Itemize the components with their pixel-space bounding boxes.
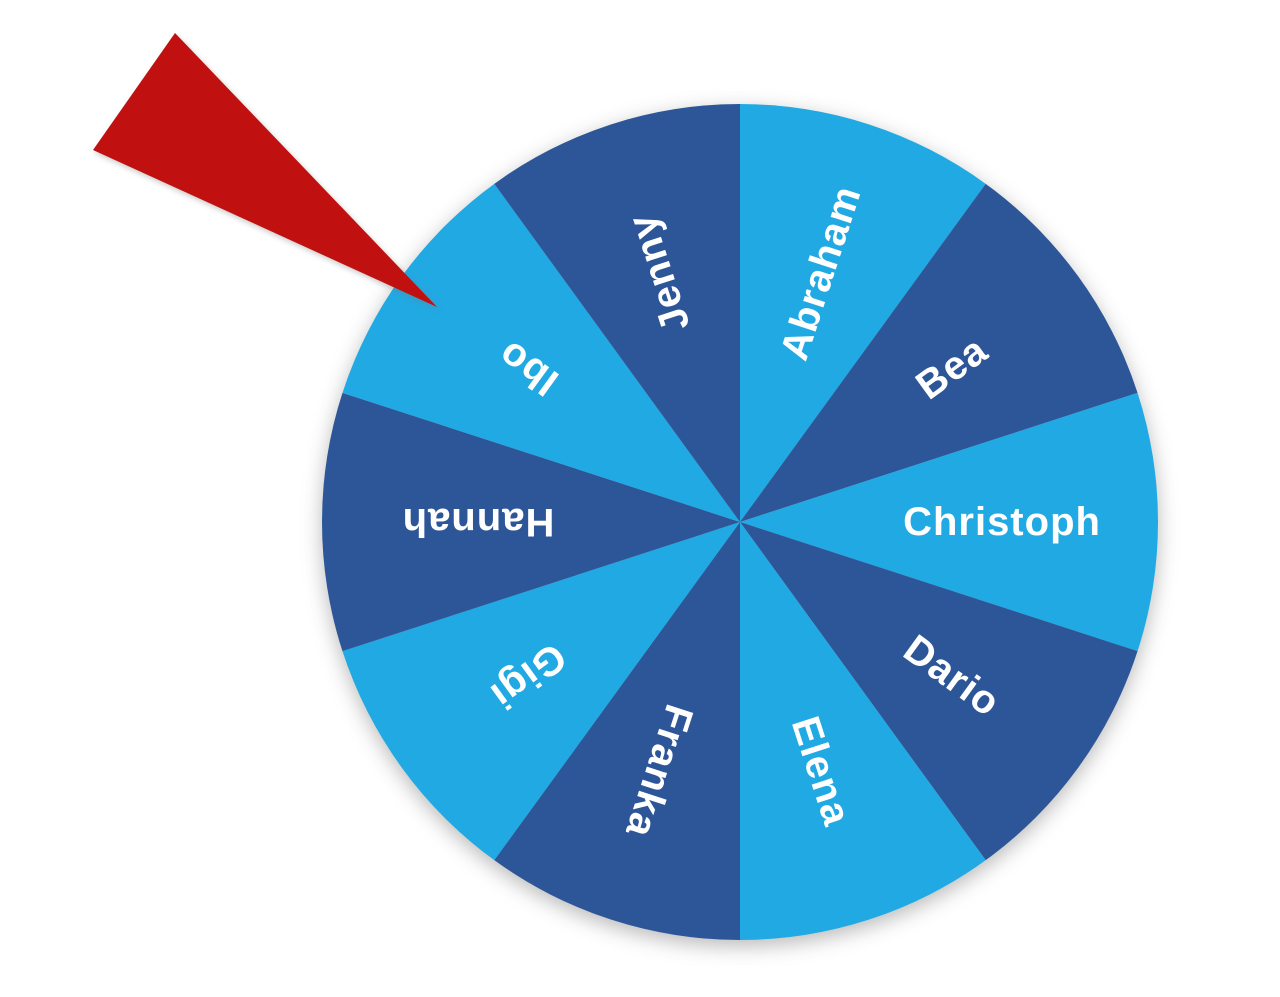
wheel-segment-franka[interactable]: [494, 522, 740, 940]
wheel-pointer: [93, 33, 437, 307]
wheel-segment-ibo[interactable]: [342, 183, 740, 522]
wheel-segment-hannah[interactable]: [322, 392, 740, 652]
wheel-segment-christoph[interactable]: [740, 392, 1158, 652]
wheel-segment-abraham[interactable]: [740, 104, 986, 522]
wheel-segment-elena[interactable]: [740, 522, 986, 940]
wheel-segment-dario[interactable]: [740, 522, 1138, 861]
wheel-segment-jenny[interactable]: [494, 104, 740, 522]
wheel-segment-gigi[interactable]: [342, 522, 740, 861]
name-wheel[interactable]: AbrahamBeaChristophDarioElenaFrankaGigiH…: [322, 104, 1158, 940]
wheel-segment-bea[interactable]: [740, 183, 1138, 522]
